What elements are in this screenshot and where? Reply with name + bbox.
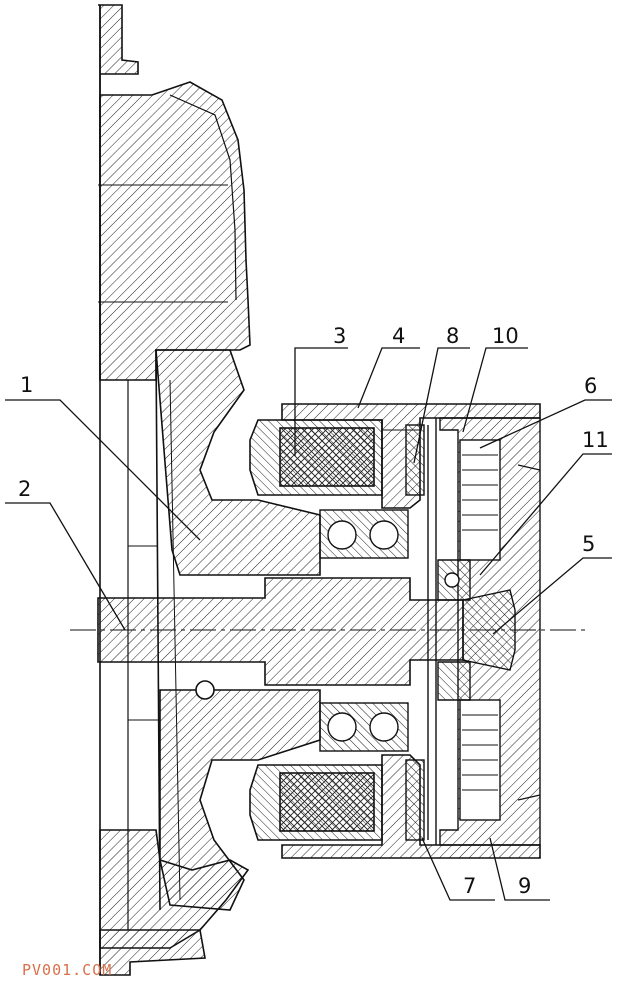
callout-labels: 1 2 3 4 8 10 6 11 5 7 9 (18, 324, 609, 898)
shaft (97, 577, 464, 700)
callout-9: 9 (518, 874, 531, 898)
housing (98, 4, 251, 976)
callout-11: 11 (582, 428, 609, 452)
callout-7: 7 (463, 874, 476, 898)
bearings (319, 509, 409, 752)
callout-5: 5 (582, 532, 595, 556)
callout-6: 6 (584, 374, 597, 398)
callout-8: 8 (446, 324, 459, 348)
callout-3: 3 (333, 324, 346, 348)
callout-10: 10 (492, 324, 519, 348)
clutch-pack (437, 417, 541, 846)
callout-4: 4 (392, 324, 405, 348)
watermark: PV001.COM (22, 961, 113, 979)
callout-1: 1 (20, 373, 33, 397)
callout-2: 2 (18, 477, 31, 501)
leader-lines (5, 347, 612, 901)
